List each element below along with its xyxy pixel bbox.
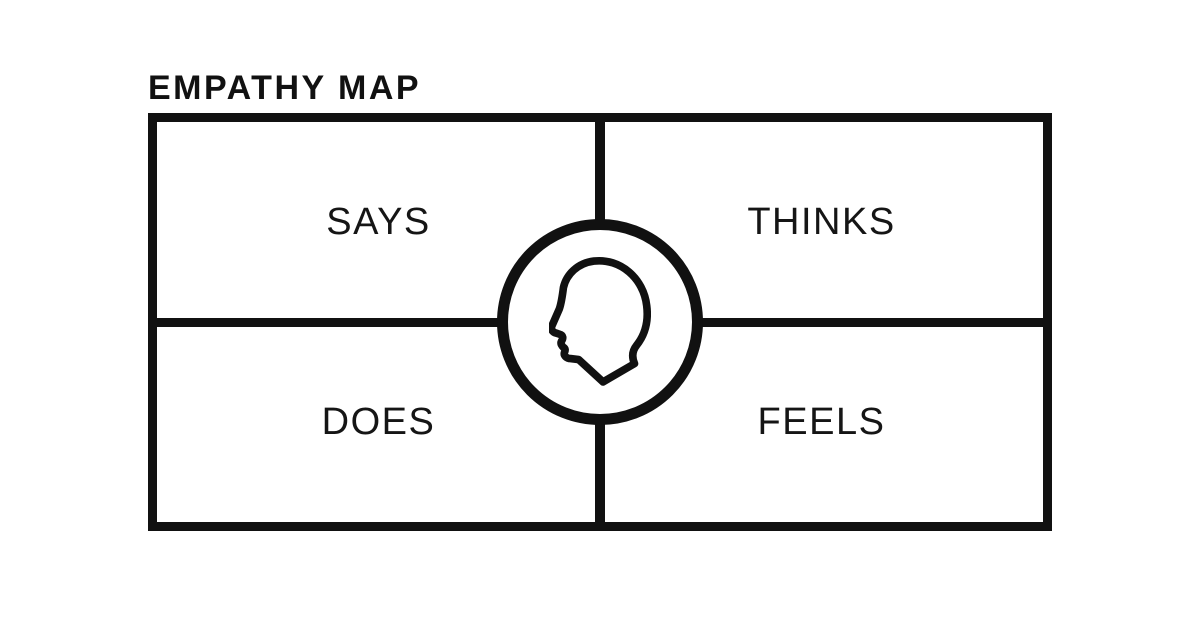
quadrant-says: SAYS	[157, 122, 600, 322]
quadrant-label-does: DOES	[321, 400, 436, 443]
quadrant-label-thinks: THINKS	[747, 200, 896, 243]
head-profile-icon	[549, 257, 651, 386]
quadrant-label-says: SAYS	[326, 200, 431, 243]
diagram-title: EMPATHY MAP	[148, 69, 422, 107]
quadrant-label-feels: FEELS	[757, 400, 886, 443]
quadrant-does: DOES	[157, 322, 600, 522]
quadrant-thinks: THINKS	[600, 122, 1043, 322]
center-persona-badge	[497, 219, 703, 425]
empathy-map-grid: SAYS THINKS DOES FEELS	[148, 113, 1052, 531]
quadrant-feels: FEELS	[600, 322, 1043, 522]
